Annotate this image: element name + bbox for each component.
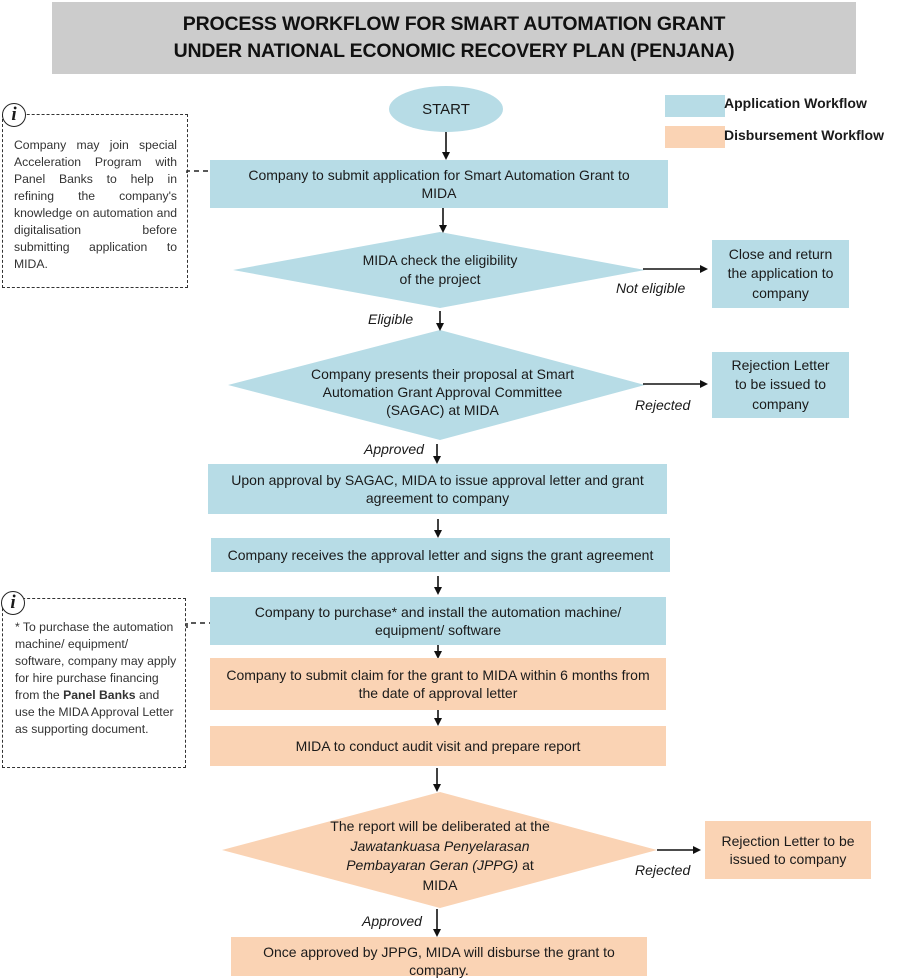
step-rejection-letter-2: Rejection Letter to be issued to company xyxy=(705,821,871,879)
info-icon: i xyxy=(2,103,26,127)
legend-label-application: Application Workflow xyxy=(724,95,867,111)
info-note-acceleration-program: Company may join special Acceleration Pr… xyxy=(2,114,188,288)
rejected-label-1: Rejected xyxy=(635,397,691,413)
page-title: PROCESS WORKFLOW FOR SMART AUTOMATION GR… xyxy=(52,2,856,74)
note-2-connector xyxy=(186,622,210,628)
step-issue-approval: Upon approval by SAGAC, MIDA to issue ap… xyxy=(208,464,667,514)
info-icon: i xyxy=(1,591,25,615)
eligibility-line-2: of the project xyxy=(399,271,481,287)
approved-label-2: Approved xyxy=(362,913,422,929)
step-rejection-letter-1: Rejection Letter to be issued to company xyxy=(712,352,849,418)
start-node xyxy=(389,86,503,132)
legend-swatch-application xyxy=(665,95,725,117)
deliberation-line-1: The report will be deliberated at the xyxy=(330,818,550,834)
step-audit-visit: MIDA to conduct audit visit and prepare … xyxy=(210,726,666,766)
proposal-line-1: Company presents their proposal at Smart xyxy=(310,366,574,382)
not-eligible-label: Not eligible xyxy=(616,280,686,296)
proposal-decision-diamond xyxy=(228,330,645,440)
title-line-2: UNDER NATIONAL ECONOMIC RECOVERY PLAN (P… xyxy=(173,40,735,62)
info-note-text-prefix: * To purchase the automation machine/ eq… xyxy=(15,620,177,702)
step-submit-claim: Company to submit claim for the grant to… xyxy=(210,658,666,710)
approved-label-1: Approved xyxy=(364,441,424,457)
deliberation-line-3: Pembayaran Geran (JPPG) at xyxy=(346,856,534,876)
step-jppg-deliberation: The report will be deliberated at the Ja… xyxy=(300,816,580,896)
step-present-proposal: Company presents their proposal at Smart… xyxy=(290,365,595,419)
step-close-return: Close and return the application to comp… xyxy=(712,240,849,308)
rejected-label-2: Rejected xyxy=(635,862,691,878)
legend-swatch-disbursement xyxy=(665,126,725,148)
proposal-line-2: Automation Grant Approval Committee xyxy=(322,384,563,400)
deliberation-line-2: Jawatankuasa Penyelarasan xyxy=(350,837,530,854)
step-receive-approval: Company receives the approval letter and… xyxy=(211,538,670,572)
eligible-label: Eligible xyxy=(368,311,414,327)
start-label: START xyxy=(422,100,470,118)
jppg-decision-diamond xyxy=(222,792,657,908)
info-note-text-suffix: and use the MIDA Approval Letter as supp… xyxy=(15,688,174,736)
info-note-text: Company may join special Acceleration Pr… xyxy=(14,138,177,271)
title-line-1: PROCESS WORKFLOW FOR SMART AUTOMATION GR… xyxy=(182,13,726,35)
info-note-hire-purchase: * To purchase the automation machine/ eq… xyxy=(2,598,186,768)
deliberation-line-4: MIDA xyxy=(422,876,458,893)
legend-label-disbursement: Disbursement Workflow xyxy=(724,127,884,143)
step-submit-application: Company to submit application for Smart … xyxy=(210,160,668,208)
deliberation-line-3-suffix: at xyxy=(518,857,534,873)
step-purchase-install: Company to purchase* and install the aut… xyxy=(210,597,666,645)
eligibility-line-1: MIDA check the eligibility xyxy=(362,252,518,268)
note-1-connector xyxy=(186,170,210,173)
info-note-text-bold: Panel Banks xyxy=(63,688,136,702)
eligibility-decision-diamond xyxy=(233,232,645,308)
proposal-line-3: (SAGAC) at MIDA xyxy=(386,402,499,418)
deliberation-line-3-italic: Pembayaran Geran (JPPG) xyxy=(346,857,519,873)
step-disburse-grant: Once approved by JPPG, MIDA will disburs… xyxy=(231,937,647,978)
step-eligibility-check: MIDA check the eligibility of the projec… xyxy=(330,250,550,290)
